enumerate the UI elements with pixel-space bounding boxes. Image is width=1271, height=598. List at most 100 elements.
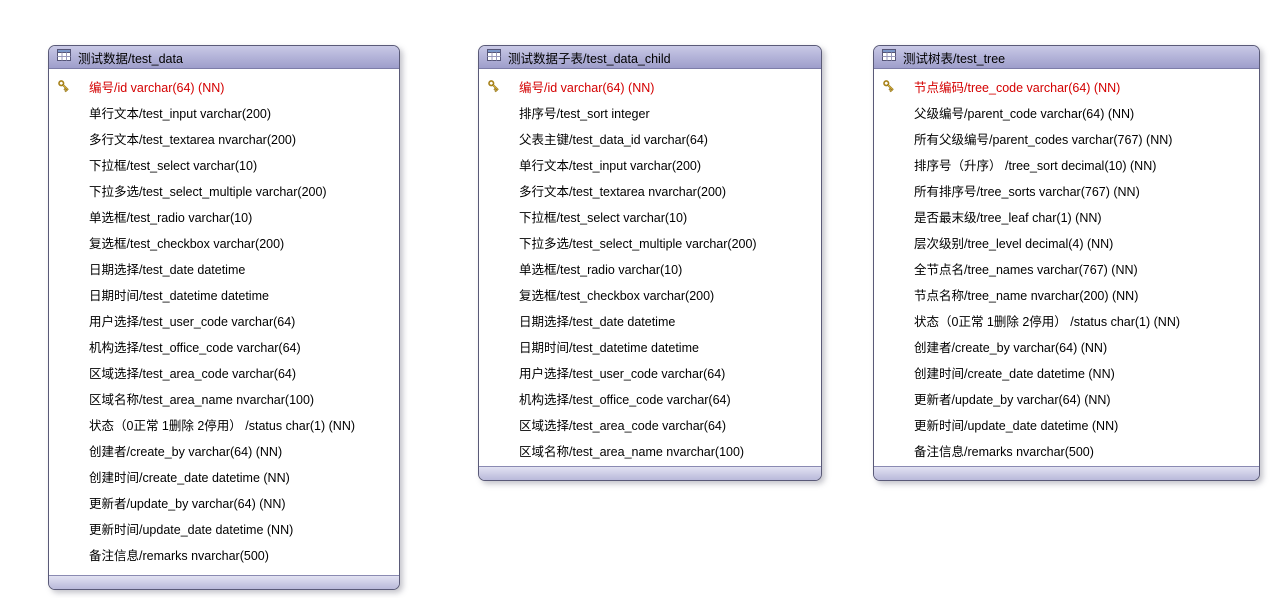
field-row[interactable]: 复选框/test_checkbox varchar(200) [479,281,821,307]
field-row[interactable]: 区域选择/test_area_code varchar(64) [479,411,821,437]
field-label: 复选框/test_checkbox varchar(200) [519,288,715,303]
field-row[interactable]: 备注信息/remarks nvarchar(500) [874,437,1259,463]
field-row[interactable]: 状态（0正常 1删除 2停用） /status char(1) (NN) [49,411,399,437]
field-row[interactable]: 更新时间/update_date datetime (NN) [49,515,399,541]
field-row[interactable]: 区域名称/test_area_name nvarchar(100) [479,437,821,463]
field-label: 更新者/update_by varchar(64) (NN) [914,392,1111,407]
field-row[interactable]: 复选框/test_checkbox varchar(200) [49,229,399,255]
field-row[interactable]: 是否最末级/tree_leaf char(1) (NN) [874,203,1259,229]
field-row[interactable]: 下拉框/test_select varchar(10) [479,203,821,229]
field-row[interactable]: 区域选择/test_area_code varchar(64) [49,359,399,385]
field-label: 单选框/test_radio varchar(10) [89,210,253,225]
field-row[interactable]: 用户选择/test_user_code varchar(64) [49,307,399,333]
field-row-primary-key[interactable]: 编号/id varchar(64) (NN) [49,73,399,99]
field-label: 区域选择/test_area_code varchar(64) [519,418,727,433]
field-label: 多行文本/test_textarea nvarchar(200) [89,132,297,147]
field-row[interactable]: 备注信息/remarks nvarchar(500) [49,541,399,567]
table-header[interactable]: 测试数据/test_data [49,46,399,69]
field-row[interactable]: 层次级别/tree_level decimal(4) (NN) [874,229,1259,255]
field-row[interactable]: 下拉多选/test_select_multiple varchar(200) [479,229,821,255]
field-label: 日期选择/test_date datetime [519,314,676,329]
field-label: 备注信息/remarks nvarchar(500) [89,548,269,563]
field-row[interactable]: 用户选择/test_user_code varchar(64) [479,359,821,385]
field-label: 下拉框/test_select varchar(10) [519,210,688,225]
field-row[interactable]: 所有父级编号/parent_codes varchar(767) (NN) [874,125,1259,151]
field-label: 更新时间/update_date datetime (NN) [89,522,294,537]
table-icon [882,48,896,66]
field-label: 日期选择/test_date datetime [89,262,246,277]
field-label: 机构选择/test_office_code varchar(64) [519,392,731,407]
field-label: 创建者/create_by varchar(64) (NN) [914,340,1108,355]
field-row[interactable]: 单行文本/test_input varchar(200) [49,99,399,125]
field-row[interactable]: 更新时间/update_date datetime (NN) [874,411,1259,437]
table-footer [479,466,821,480]
field-row[interactable]: 下拉多选/test_select_multiple varchar(200) [49,177,399,203]
field-label: 创建者/create_by varchar(64) (NN) [89,444,283,459]
field-label: 创建时间/create_date datetime (NN) [914,366,1115,381]
field-row[interactable]: 日期时间/test_datetime datetime [479,333,821,359]
field-label: 节点编码/tree_code varchar(64) (NN) [914,80,1121,95]
field-label: 是否最末级/tree_leaf char(1) (NN) [914,210,1102,225]
field-row[interactable]: 全节点名/tree_names varchar(767) (NN) [874,255,1259,281]
field-label: 全节点名/tree_names varchar(767) (NN) [914,262,1138,277]
field-row[interactable]: 创建者/create_by varchar(64) (NN) [874,333,1259,359]
field-row[interactable]: 单选框/test_radio varchar(10) [49,203,399,229]
field-row[interactable]: 日期选择/test_date datetime [479,307,821,333]
field-row[interactable]: 父级编号/parent_code varchar(64) (NN) [874,99,1259,125]
field-row[interactable]: 创建时间/create_date datetime (NN) [874,359,1259,385]
field-label: 父级编号/parent_code varchar(64) (NN) [914,106,1135,121]
field-row[interactable]: 排序号/test_sort integer [479,99,821,125]
field-label: 日期时间/test_datetime datetime [89,288,269,303]
field-row-primary-key[interactable]: 节点编码/tree_code varchar(64) (NN) [874,73,1259,99]
key-icon [49,79,89,93]
field-row[interactable]: 机构选择/test_office_code varchar(64) [49,333,399,359]
field-label: 状态（0正常 1删除 2停用） /status char(1) (NN) [89,418,356,433]
field-row-primary-key[interactable]: 编号/id varchar(64) (NN) [479,73,821,99]
field-row[interactable]: 下拉框/test_select varchar(10) [49,151,399,177]
field-label: 用户选择/test_user_code varchar(64) [89,314,296,329]
field-label: 复选框/test_checkbox varchar(200) [89,236,285,251]
key-icon [479,79,519,93]
field-row[interactable]: 更新者/update_by varchar(64) (NN) [874,385,1259,411]
field-label: 单行文本/test_input varchar(200) [519,158,702,173]
table-test_data[interactable]: 测试数据/test_data 编号/id varchar(64) (NN) 单行文… [48,45,400,590]
field-row[interactable]: 机构选择/test_office_code varchar(64) [479,385,821,411]
field-row[interactable]: 更新者/update_by varchar(64) (NN) [49,489,399,515]
field-label: 父表主键/test_data_id varchar(64) [519,132,708,147]
table-header[interactable]: 测试树表/test_tree [874,46,1259,69]
field-row[interactable]: 单选框/test_radio varchar(10) [479,255,821,281]
field-label: 区域名称/test_area_name nvarchar(100) [519,444,745,459]
field-label: 下拉多选/test_select_multiple varchar(200) [89,184,327,199]
field-label: 多行文本/test_textarea nvarchar(200) [519,184,727,199]
table-test_data_child[interactable]: 测试数据子表/test_data_child 编号/id varchar(64)… [478,45,822,481]
field-label: 所有父级编号/parent_codes varchar(767) (NN) [914,132,1173,147]
field-label: 节点名称/tree_name nvarchar(200) (NN) [914,288,1139,303]
field-label: 排序号/test_sort integer [519,106,650,121]
field-list: 节点编码/tree_code varchar(64) (NN) 父级编号/pare… [874,69,1259,466]
field-label: 排序号（升序） /tree_sort decimal(10) (NN) [914,158,1157,173]
key-icon [874,79,914,93]
field-label: 单行文本/test_input varchar(200) [89,106,272,121]
field-row[interactable]: 创建时间/create_date datetime (NN) [49,463,399,489]
field-row[interactable]: 排序号（升序） /tree_sort decimal(10) (NN) [874,151,1259,177]
field-row[interactable]: 单行文本/test_input varchar(200) [479,151,821,177]
field-list: 编号/id varchar(64) (NN) 排序号/test_sort inte… [479,69,821,466]
field-row[interactable]: 日期时间/test_datetime datetime [49,281,399,307]
field-row[interactable]: 节点名称/tree_name nvarchar(200) (NN) [874,281,1259,307]
table-test_tree[interactable]: 测试树表/test_tree 节点编码/tree_code varchar(64… [873,45,1260,481]
field-row[interactable]: 所有排序号/tree_sorts varchar(767) (NN) [874,177,1259,203]
field-row[interactable]: 日期选择/test_date datetime [49,255,399,281]
field-row[interactable]: 多行文本/test_textarea nvarchar(200) [479,177,821,203]
field-row[interactable]: 父表主键/test_data_id varchar(64) [479,125,821,151]
table-icon [487,48,501,66]
field-row[interactable]: 状态（0正常 1删除 2停用） /status char(1) (NN) [874,307,1259,333]
field-label: 日期时间/test_datetime datetime [519,340,699,355]
field-row[interactable]: 创建者/create_by varchar(64) (NN) [49,437,399,463]
table-header[interactable]: 测试数据子表/test_data_child [479,46,821,69]
field-row[interactable]: 区域名称/test_area_name nvarchar(100) [49,385,399,411]
field-label: 机构选择/test_office_code varchar(64) [89,340,301,355]
field-row[interactable]: 多行文本/test_textarea nvarchar(200) [49,125,399,151]
field-label: 区域选择/test_area_code varchar(64) [89,366,297,381]
table-title: 测试树表/test_tree [903,51,1006,66]
